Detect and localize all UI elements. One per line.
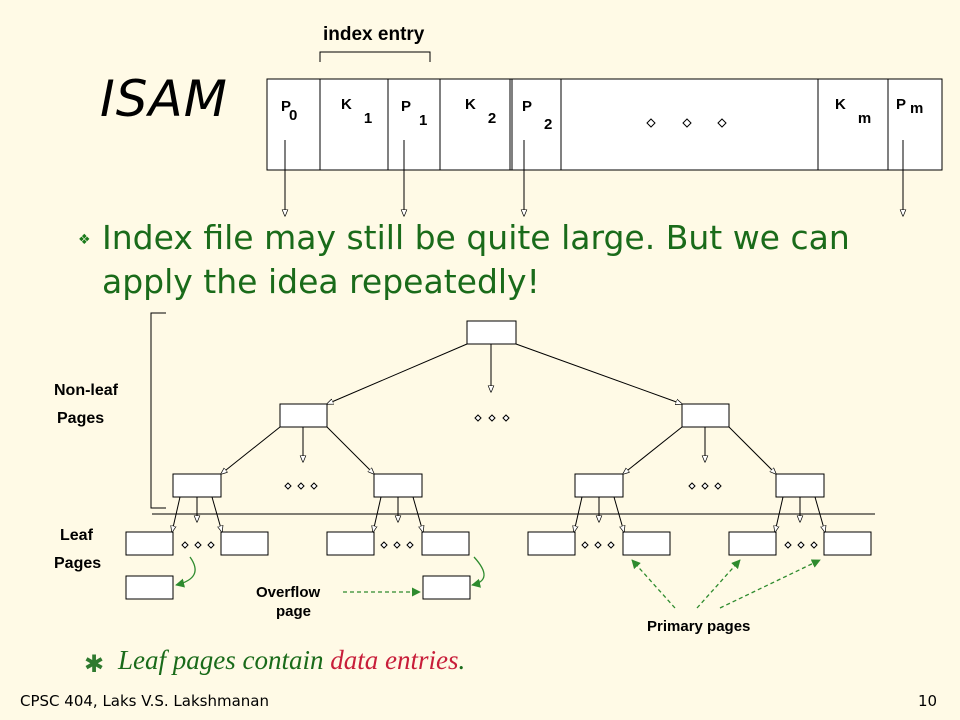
leaf-page xyxy=(421,531,470,556)
overflow-page xyxy=(125,575,174,600)
note-highlight: data entries xyxy=(330,645,459,675)
root-node xyxy=(466,320,517,345)
pointer-arrows xyxy=(285,140,903,216)
overflow-label-2: page xyxy=(276,603,312,620)
leaf-page xyxy=(527,531,576,556)
tree-edges xyxy=(172,343,825,532)
level1-node-left xyxy=(279,403,328,428)
cell-k1: K1 xyxy=(341,96,373,127)
leaf-page xyxy=(823,531,872,556)
cell-k2: K2 xyxy=(465,96,497,127)
overflow-page xyxy=(422,575,471,600)
leaf-page xyxy=(220,531,269,556)
note-prefix: Leaf pages contain xyxy=(118,645,331,675)
leaf-page xyxy=(125,531,174,556)
index-entry-bracket xyxy=(319,51,431,62)
level2-node xyxy=(574,473,624,498)
primary-pages-label: Primary pages xyxy=(647,618,751,635)
non-leaf-label-2: Pages xyxy=(57,410,105,427)
tree-nodes xyxy=(125,320,872,600)
note-suffix: . xyxy=(458,645,466,675)
non-leaf-label-1: Non-leaf xyxy=(54,382,118,399)
cell-p2: P2 xyxy=(522,98,553,133)
footer-credit: CPSC 404, Laks V.S. Lakshmanan xyxy=(20,692,269,710)
leaf-page xyxy=(326,531,375,556)
level2-node xyxy=(373,473,423,498)
page-number: 10 xyxy=(918,692,938,710)
leaf-page xyxy=(728,531,777,556)
overflow-label-1: Overflow xyxy=(256,584,321,601)
bullet-text: Index file may still be quite large. But… xyxy=(102,218,850,301)
overflow-links xyxy=(175,556,485,588)
level2-node xyxy=(172,473,222,498)
note-text: Leaf pages contain data entries. xyxy=(118,645,465,676)
ellipsis-diamonds xyxy=(646,118,727,128)
index-page xyxy=(266,78,943,171)
non-leaf-bracket xyxy=(150,312,166,509)
cell-p0: P0 xyxy=(281,98,298,124)
dashed-pointers xyxy=(343,559,821,609)
level2-node xyxy=(775,473,825,498)
bullet-icon: ❖ xyxy=(78,232,91,248)
level1-node-right xyxy=(681,403,730,428)
leaf-label-2: Pages xyxy=(54,555,102,572)
asterisk-icon: ✱ xyxy=(84,650,105,678)
slide-title: ISAM xyxy=(100,70,228,128)
leaf-label-1: Leaf xyxy=(60,527,93,544)
leaf-page xyxy=(622,531,671,556)
tree-ellipses xyxy=(181,414,818,549)
index-entry-label: index entry xyxy=(323,24,425,45)
cell-p1: P1 xyxy=(401,98,428,129)
cell-km: Km xyxy=(835,96,872,127)
